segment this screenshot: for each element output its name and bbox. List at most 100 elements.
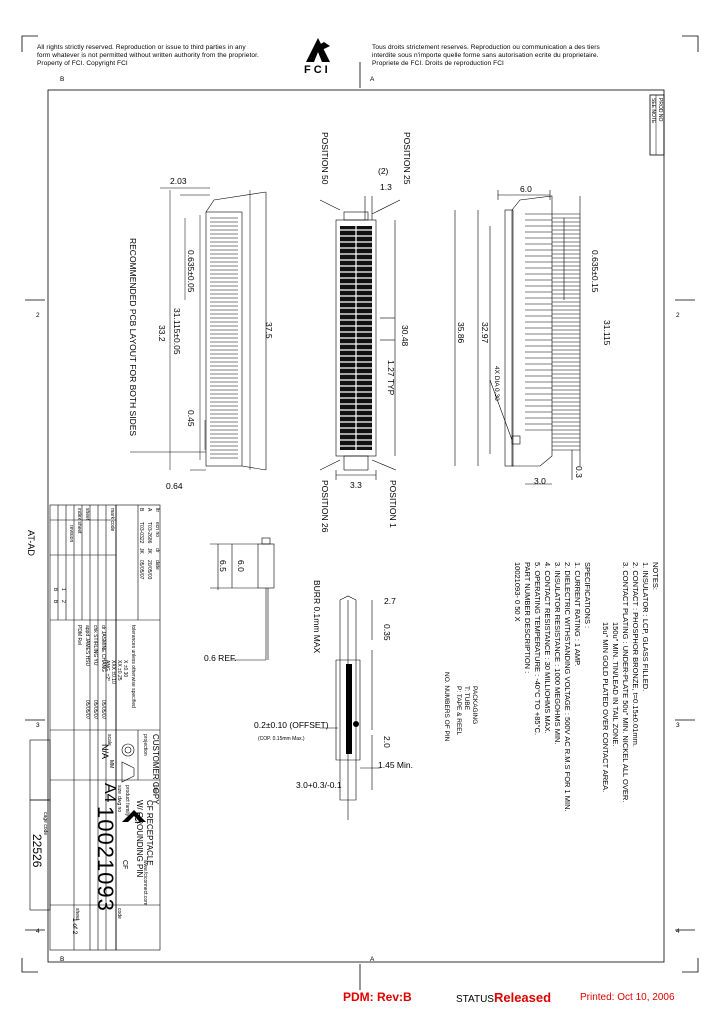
code-label: code (116, 908, 122, 919)
approved-by: appd JAMES HSU (84, 625, 90, 667)
dim-1-3: 1.3 (380, 182, 392, 192)
sheet-row-rev: B (52, 600, 58, 604)
zone-number: 4 (676, 928, 680, 935)
noc-label: NO. NUMBERS OF PIN (443, 672, 450, 742)
dim-0-635-pcb: 0.635±0.05 (186, 250, 196, 293)
tube-label: T: TUBE (463, 686, 470, 711)
zone-letter: B (60, 76, 65, 83)
dim-3-0: 3.0 (534, 476, 546, 486)
index-label: index sheet (76, 508, 82, 534)
dim-32-97: 32.97 (480, 322, 490, 344)
title-fci-logo-icon (122, 810, 146, 822)
tape-label: P: TAPE & REEL (455, 686, 462, 736)
copyright-notice-en: All rights strictly reserved. Reproducti… (37, 44, 259, 68)
dim-30-48: 30.48 (400, 325, 410, 347)
status-value: Released (493, 990, 552, 1005)
drawn-by: dr JASMINE CHANG (100, 625, 106, 672)
pdm-revision: PDM: Rev:B (343, 990, 412, 1004)
zone-number: 3 (676, 722, 680, 729)
note-line: 15u" MIN GOLD PLATED OVER CONTACT AREA. (601, 622, 610, 793)
tol-line: X ±0.30 (122, 660, 128, 678)
checked-by: chk STIRLING YU (92, 625, 98, 666)
title-fci-text: FCI (133, 812, 140, 824)
notice-fr-line: Tous droits strictement reserves. Reprod… (372, 44, 600, 51)
zone-letter: B (60, 956, 65, 963)
zone-number: 3 (36, 722, 40, 729)
position-25-label: POSITION 25 (402, 132, 412, 185)
dim-0-64: 0.64 (166, 481, 183, 491)
packaging-label: PACKAGING (471, 686, 478, 725)
zone-number: 2 (676, 312, 680, 319)
rev-ecn: T03-2686 (146, 522, 152, 544)
notice-fr-line: Propriete de FCI. Droits de reproduction… (372, 60, 504, 67)
scale-value: N/A (100, 744, 110, 760)
dim-33-2: 33.2 (157, 325, 167, 342)
part-title: PART NUMBER DESCRIPTION : (523, 562, 532, 674)
cage-code-label: cage code (42, 812, 48, 836)
unit-label: MM (108, 760, 114, 769)
title-label: title (152, 785, 158, 793)
mark-code-label: mark code (109, 508, 115, 532)
status-label: STATUS (456, 994, 494, 1005)
dim-2-0: 2.0 (382, 736, 392, 748)
dim-6-0-side: 6.0 (520, 184, 532, 194)
revision-header: revision (68, 525, 74, 543)
position-26-label: POSITION 26 (320, 480, 330, 533)
pcb-pads (210, 217, 238, 459)
rev-date: 05/05/07 (138, 560, 144, 580)
pin-dia-note: 4X DIA 0.30 (493, 366, 500, 401)
rev-header: ecn no (154, 522, 160, 538)
product-family-value: CF (121, 860, 128, 870)
sheet-header: sheet (84, 508, 90, 521)
dim-1-27-typ: 1.27 TYP (386, 360, 396, 396)
dim-6-0-pin: 6.0 (236, 560, 246, 572)
spec-line: 4. CONTACT RESISTANCE : 30 MILLIOHMS MAX… (543, 562, 552, 734)
zone-letter: A (370, 76, 375, 83)
sheet-row: 1 (60, 588, 66, 591)
rev-ecn: T03-0322 (138, 522, 144, 544)
rev-ltr: A (146, 508, 152, 512)
dim-0-635-side: 0.635±0.15 (590, 250, 600, 293)
rev-header: date (154, 560, 160, 570)
drawing-number: 10021093 (93, 806, 118, 912)
spec-line: 1. CURRENT RATING : 1 AMP. (573, 562, 582, 667)
printed-date: Printed: Oct 10, 2006 (580, 992, 675, 1003)
spec-line: 2. DIELECTRIC WITHSTANDING VOLTAGE : 500… (563, 562, 572, 812)
zone-number: 4 (36, 928, 40, 935)
see-note-label: SEE NOTE (650, 98, 656, 124)
product-family-label: product family (124, 785, 130, 817)
dim-0-35: 0.35 (382, 624, 392, 641)
notice-en-line: Property of FCI. Copyright FCI (37, 60, 128, 67)
dim-3-0-tol: 3.0+0.3/-0.1 (296, 780, 342, 790)
spec-line: 5. OPERATING TEMPERATURE : -40°C TO +85°… (533, 562, 542, 736)
tolerances-label: tolerances unless otherwise specified (130, 625, 136, 708)
sheet-row: 2 (60, 600, 66, 603)
corner-mark-tr (682, 35, 699, 52)
notes-title: NOTES: (651, 562, 660, 590)
projection-symbol-icon (121, 743, 135, 783)
dim-0-45: 0.45 (186, 410, 196, 427)
sheet-value: 1 of 2 (71, 918, 78, 935)
spec-line: 3. INSULATOR RESISTANCE : 1000 MEGOHMS M… (553, 562, 562, 745)
note-line: 3. CONTACT PLATING : UNDER-PLATE 50u" MI… (621, 562, 630, 803)
dim-2-7: 2.7 (384, 596, 396, 606)
title-block-grid (29, 504, 161, 951)
note-line: 1. INSULATOR : LCP, GLASS FILLED. (641, 562, 650, 692)
zone-letter: A (370, 956, 375, 963)
spec-title: SPECIFICATIONS : (583, 562, 592, 629)
position-1-label: POSITION 1 (388, 480, 398, 528)
note-line: 150u" MIN. TIN/LEAD IN TAIL ZONE. (611, 622, 620, 747)
dim-31-115-side: 31.115 (602, 320, 612, 346)
dim-0-3: 0.3 (574, 466, 584, 478)
copyright-notice-fr: Tous droits strictement reserves. Reprod… (372, 44, 600, 68)
website: www.fciconnect.com (142, 860, 148, 906)
note-line: 2. CONTACT : PHOSPHOR BRONZE, t=0.15±0.0… (631, 562, 640, 747)
corner-mark-bl (21, 958, 38, 973)
rev-header: dr (154, 548, 160, 553)
burr-note: BURR 0.1mm MAX (312, 580, 322, 654)
dim-31-115-pcb: 31.115±0.05 (172, 308, 182, 355)
dim-2: (2) (378, 166, 389, 176)
customer-copy: CUSTOMER COPY (151, 734, 160, 805)
checked-date: 05/05/07 (92, 700, 98, 720)
rev-ltr: B (138, 508, 144, 512)
